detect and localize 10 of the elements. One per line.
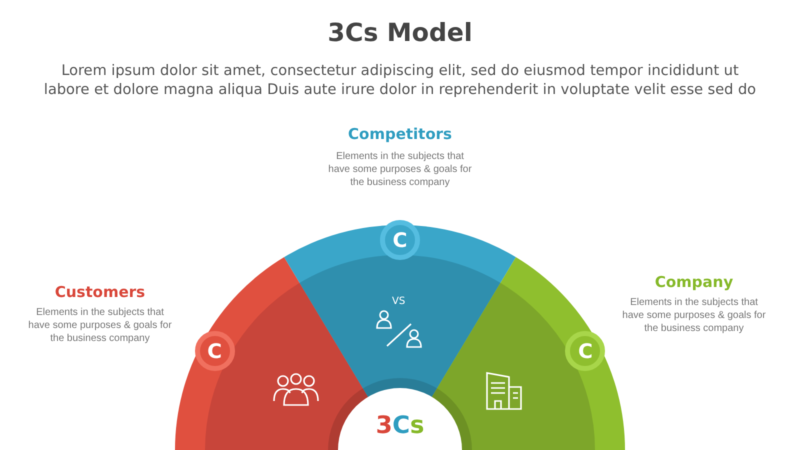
description: Elements in the subjects that have some purposes & goals for the business company: [327, 150, 473, 189]
subtitle: Lorem ipsum dolor sit amet, consectetur adipiscing elit, sed do eiusmod tempor incididunt ut labore et dolore magna aliqua Duis aute irure dolor in reprehenderit in voluptate velit esse sed do: [42, 62, 758, 100]
segment-heading: Company: [654, 273, 734, 291]
center-label: 3Cs: [374, 410, 426, 440]
description: Elements in the subjects that have some purposes & goals for the business company: [621, 296, 767, 335]
title: 3Cs Model: [326, 18, 474, 47]
segment-heading: Competitors: [347, 125, 453, 143]
segment-heading: Customers: [54, 283, 146, 301]
versus-label: VS: [392, 296, 406, 307]
description: Elements in the subjects that have some purposes & goals for the business company: [27, 306, 173, 345]
